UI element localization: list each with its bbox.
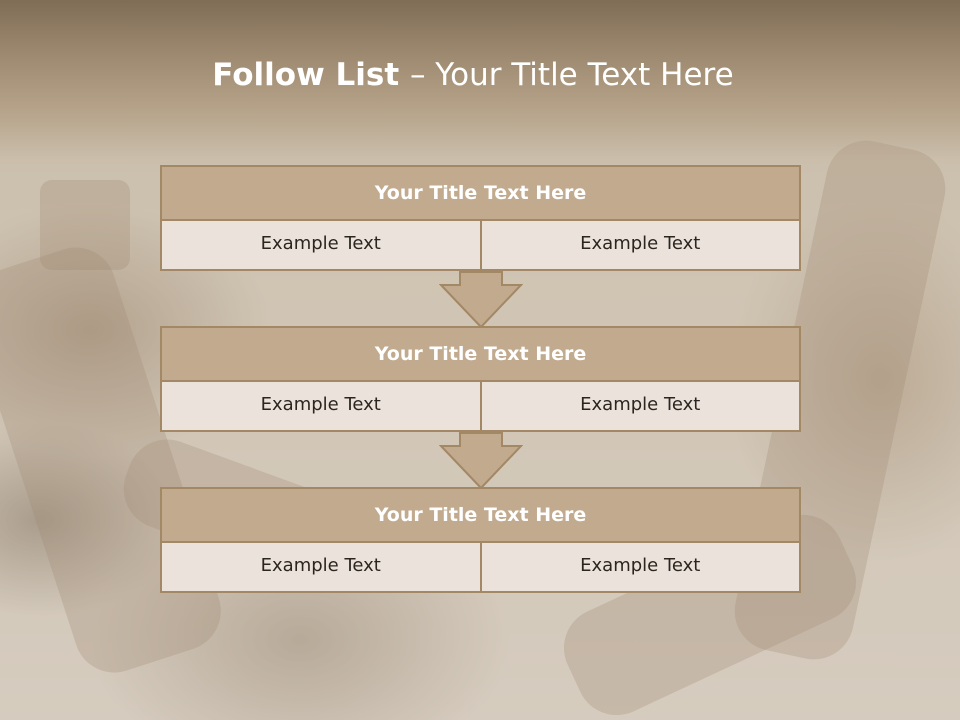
down-arrow-icon	[439, 432, 523, 490]
slide-title: Follow List – Your Title Text Here	[0, 55, 946, 95]
slide-title-rest: – Your Title Text Here	[409, 57, 734, 93]
step-row: Example Text Example Text	[160, 382, 801, 432]
step-cell-left: Example Text	[160, 382, 482, 432]
step-cell-right: Example Text	[481, 221, 801, 271]
step-block-3: Your Title Text Here Example Text Exampl…	[160, 487, 801, 593]
step-title: Your Title Text Here	[160, 487, 801, 543]
step-block-1: Your Title Text Here Example Text Exampl…	[160, 165, 801, 271]
step-cell-right: Example Text	[481, 382, 801, 432]
step-cell-left: Example Text	[160, 543, 482, 593]
step-cell-left: Example Text	[160, 221, 482, 271]
step-row: Example Text Example Text	[160, 221, 801, 271]
slide-title-bold: Follow List	[212, 57, 410, 93]
step-title: Your Title Text Here	[160, 165, 801, 221]
step-cell-right: Example Text	[481, 543, 801, 593]
title-band	[0, 0, 960, 160]
step-row: Example Text Example Text	[160, 543, 801, 593]
down-arrow-icon	[439, 271, 523, 329]
step-block-2: Your Title Text Here Example Text Exampl…	[160, 326, 801, 432]
step-title: Your Title Text Here	[160, 326, 801, 382]
